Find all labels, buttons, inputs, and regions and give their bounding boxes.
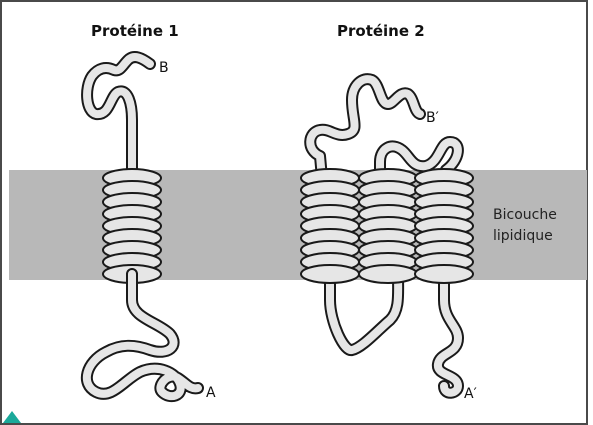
membrane-label-line-2: lipidique (493, 228, 553, 244)
terminus-B-prime-label: B′ (426, 110, 439, 126)
terminus-A-label: A (206, 385, 216, 401)
protein-1-lower-chain (87, 274, 198, 396)
corner-triangle-marker (3, 411, 21, 423)
membrane-label-line-1: Bicouche (493, 207, 557, 223)
protein-1-title: Protéine 1 (91, 22, 179, 40)
protein-2-title: Protéine 2 (337, 22, 425, 40)
terminus-A-prime-label: A′ (464, 386, 477, 402)
protein-1-upper-chain (87, 57, 150, 178)
lipid-bilayer-band (9, 170, 587, 280)
protein-2: B′ A′ (301, 79, 477, 402)
protein-2-helix-1 (301, 169, 359, 283)
terminus-B-label: B (159, 60, 169, 76)
protein-2-helix-3 (415, 169, 473, 283)
protein-2-helix-2 (359, 169, 417, 283)
protein-1-helix (103, 169, 161, 283)
